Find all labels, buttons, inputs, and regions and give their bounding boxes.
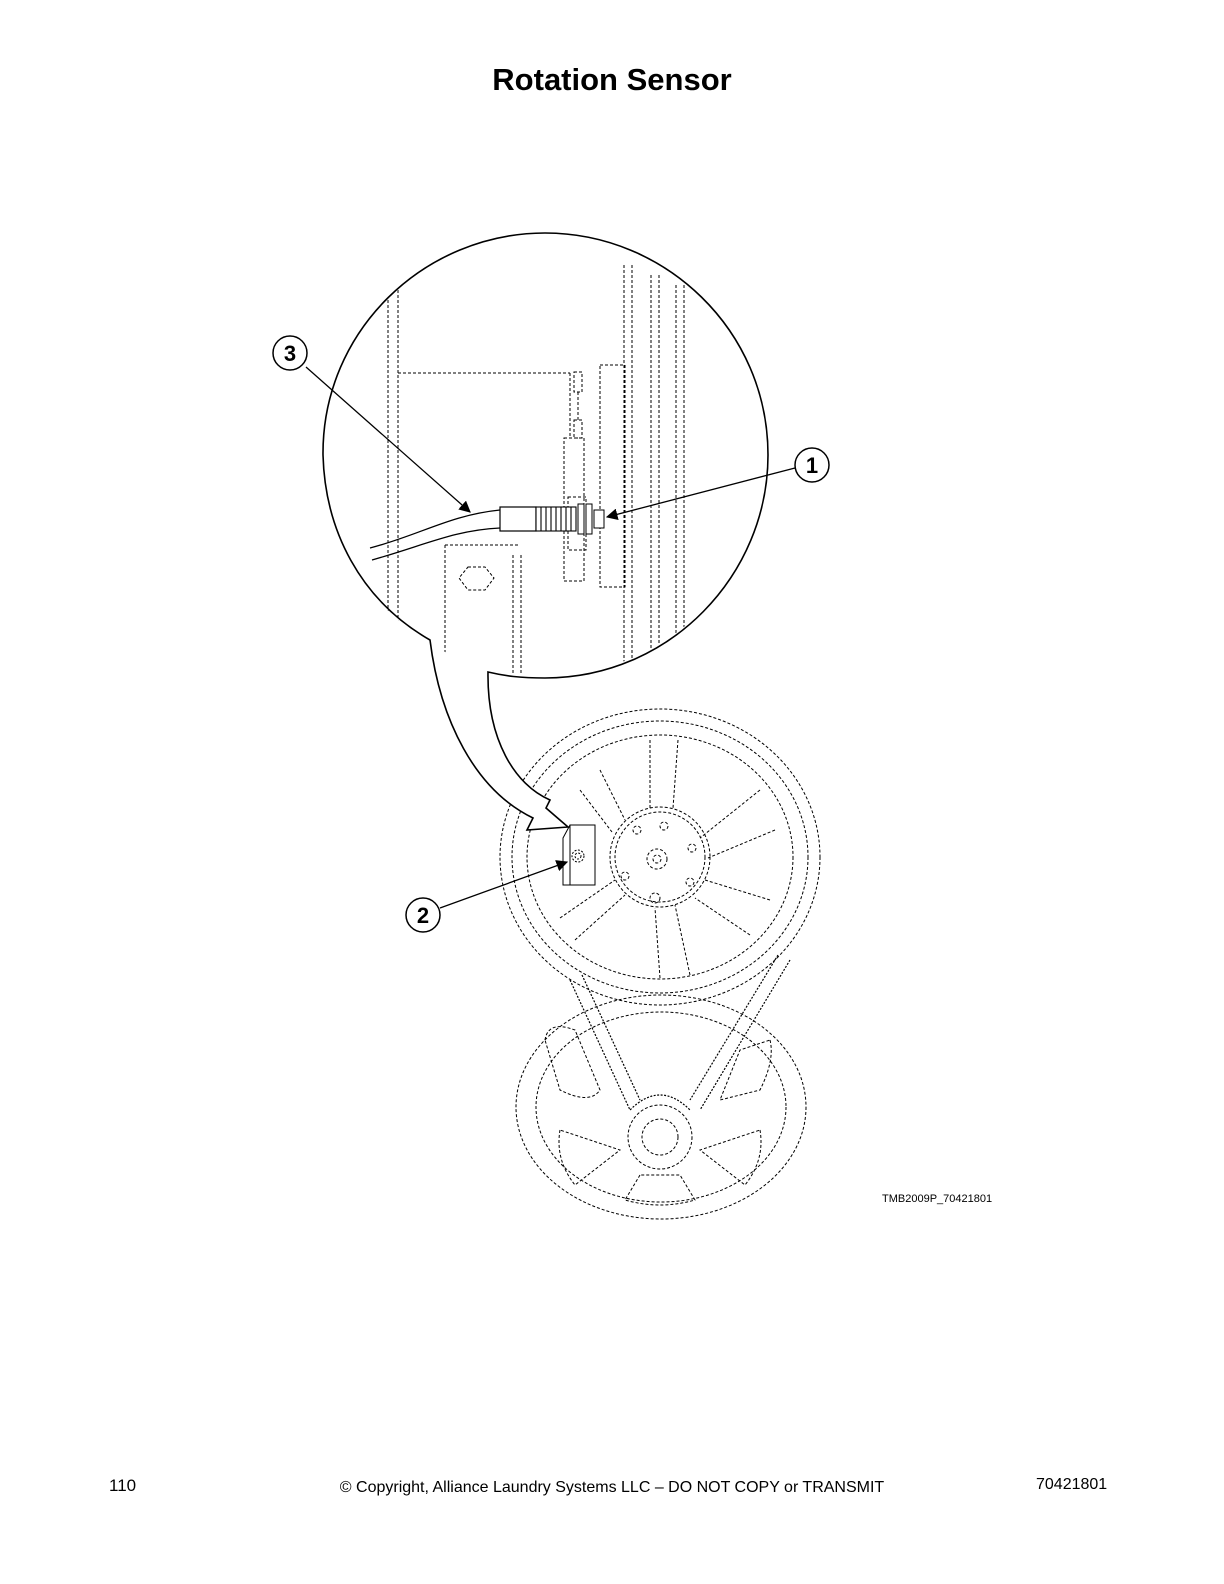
leader-3 <box>305 366 471 513</box>
callout-2-label: 2 <box>417 903 429 928</box>
figure-id: TMB2009P_70421801 <box>882 1193 993 1205</box>
footer-page-number: 110 <box>109 1476 137 1495</box>
callout-3: 3 <box>272 335 308 371</box>
page-title: Rotation Sensor <box>492 62 732 97</box>
sensor-bracket <box>562 824 596 886</box>
leader-2 <box>439 860 569 909</box>
lower-pulley <box>515 994 807 1220</box>
leader-1 <box>605 467 796 521</box>
callout-2: 2 <box>405 897 441 933</box>
footer-copyright: © Copyright, Alliance Laundry Systems LL… <box>339 1479 885 1496</box>
callout-1: 1 <box>794 447 830 483</box>
callout-leaders <box>305 366 796 909</box>
callout-3-label: 3 <box>284 341 296 366</box>
drive-belt <box>569 954 791 1111</box>
footer-doc-number: 70421801 <box>1036 1476 1108 1493</box>
upper-pulley <box>499 708 821 1006</box>
callout-1-label: 1 <box>806 453 818 478</box>
